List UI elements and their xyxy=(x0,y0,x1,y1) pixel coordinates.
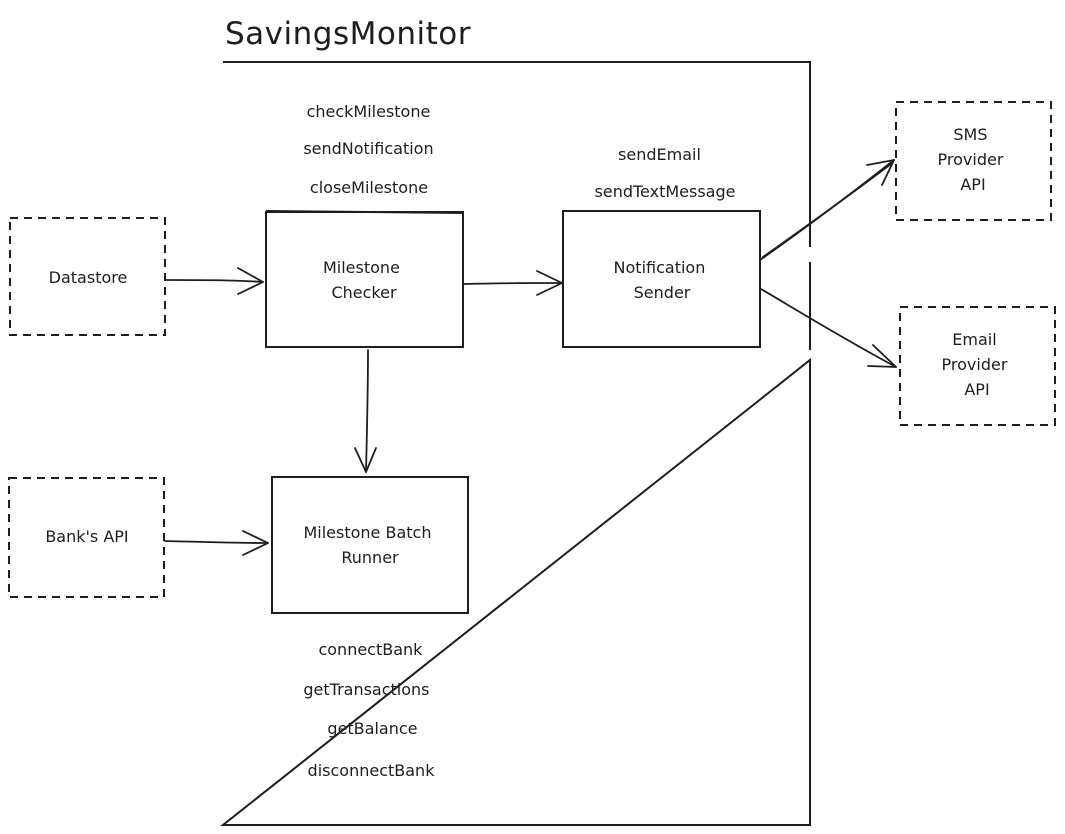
datastore-box: Datastore xyxy=(9,217,166,336)
datastore-label: Datastore xyxy=(49,268,128,287)
method-get-balance: getBalance xyxy=(327,719,417,738)
method-connect-bank: connectBank xyxy=(318,640,423,659)
savings-monitor-boundary xyxy=(220,61,811,826)
arrow-milestone-checker-to-notification-sender xyxy=(463,270,563,296)
email-provider-label-line-3: API xyxy=(964,380,989,399)
method-close-milestone: closeMilestone xyxy=(310,178,428,197)
email-provider-label-line-1: Email xyxy=(952,330,996,349)
diagram-title: SavingsMonitor xyxy=(225,16,471,52)
svg-text:Milestone Batch Runner: Milestone Batch Runner xyxy=(303,523,436,567)
svg-text:Notification Sender: Notification Sender xyxy=(614,258,711,302)
email-provider-api-box: Email Provider API xyxy=(899,306,1056,426)
sms-provider-label-line-3: API xyxy=(960,175,985,194)
arrow-notification-sender-to-sms-provider xyxy=(759,159,895,261)
sms-provider-label-line-1: SMS xyxy=(953,125,987,144)
svg-text:Datastore: Datastore xyxy=(49,268,128,287)
milestone-batch-runner-label-line-1: Milestone Batch xyxy=(303,523,431,542)
method-send-notification: sendNotification xyxy=(303,139,433,158)
notification-sender-box: Notification Sender xyxy=(562,210,761,348)
method-send-text-message: sendTextMessage xyxy=(595,182,736,201)
svg-text:checkMilestone sendNotif: checkMilestone sendNotification closeMil… xyxy=(303,102,438,197)
notification-sender-label-line-1: Notification xyxy=(614,258,706,277)
milestone-batch-runner-box: Milestone Batch Runner xyxy=(271,476,469,614)
notification-sender-methods: sendEmail sendTextMessage xyxy=(595,145,736,201)
notification-sender-label-line-2: Sender xyxy=(634,283,691,302)
svg-text:connectBank getTransacti: connectBank getTransactions getBalance d… xyxy=(303,640,435,780)
milestone-batch-runner-label-line-2: Runner xyxy=(341,548,399,567)
arrow-milestone-checker-to-batch-runner xyxy=(354,349,377,473)
milestone-checker-label-line-1: Milestone xyxy=(323,258,400,277)
svg-text:sendEmail sendTextMessag: sendEmail sendTextMessage xyxy=(595,145,736,201)
sms-provider-api-box: SMS Provider API xyxy=(895,101,1052,221)
svg-text:Bank's API: Bank's API xyxy=(45,527,128,546)
milestone-checker-methods: checkMilestone sendNotification closeMil… xyxy=(303,102,438,197)
milestone-checker-label-line-2: Checker xyxy=(331,283,396,302)
svg-text:SMS Provider API: SMS Provider API xyxy=(938,125,1009,194)
email-provider-label-line-2: Provider xyxy=(942,355,1008,374)
svg-text:Email Provider API: Email Provider API xyxy=(942,330,1013,399)
banks-api-label: Bank's API xyxy=(45,527,128,546)
method-send-email: sendEmail xyxy=(618,145,701,164)
method-check-milestone: checkMilestone xyxy=(307,102,431,121)
milestone-checker-box: Milestone Checker xyxy=(265,210,464,348)
arrow-banks-api-to-batch-runner xyxy=(164,530,269,556)
banks-api-box: Bank's API xyxy=(8,477,165,598)
arrow-notification-sender-to-email-provider xyxy=(760,288,897,368)
milestone-batch-runner-methods: connectBank getTransactions getBalance d… xyxy=(303,640,435,780)
arrow-datastore-to-milestone-checker xyxy=(165,267,264,295)
method-disconnect-bank: disconnectBank xyxy=(308,761,436,780)
sms-provider-label-line-2: Provider xyxy=(938,150,1004,169)
method-get-transactions: getTransactions xyxy=(303,680,429,699)
svg-text:Milestone Checker: Milestone Checker xyxy=(323,258,405,302)
